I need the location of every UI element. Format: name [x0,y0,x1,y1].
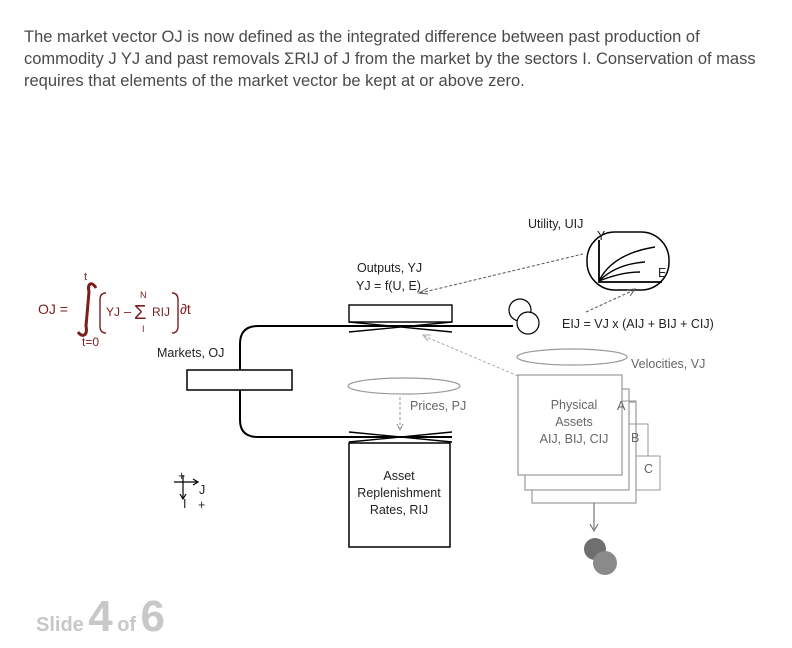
output-valve [348,304,453,333]
equation-upper-limit: t [84,271,87,283]
output-bubbles [508,298,540,335]
asset-replenishment-box [348,442,451,548]
intro-text: The market vector OJ is now defined as t… [24,28,756,90]
sum-sign: Σ [134,302,146,324]
equation-yj: YJ [106,305,120,319]
layer-c-label: C [644,462,653,476]
market-pipe [239,325,513,438]
left-brace [99,292,107,334]
physical-assets-stack [517,374,661,504]
slide-indicator: Slide 4 of 6 [36,592,165,642]
intro-paragraph: The market vector OJ is now defined as t… [24,26,774,92]
equation-rij: RIJ [152,305,170,319]
input-valve [348,431,453,443]
utility-y-axis: Y [597,229,606,243]
prices-label: Prices, PJ [410,399,466,413]
eij-to-utility-dashed [585,289,635,313]
physical-label-1: Physical [551,398,598,412]
equation-lhs: OJ = [38,301,68,317]
axis-j-label: J [199,483,205,497]
outputs-function: YJ = f(U, E) [356,279,421,293]
slide-current: 4 [88,592,113,641]
eij-equation: EIJ = VJ x (AIJ + BIJ + CIJ) [562,317,714,331]
equation-sum-upper: N [140,290,147,300]
equation-lower-limit: t=0 [82,335,99,349]
asset-label-1: Asset [383,469,415,483]
layer-b-label: B [631,431,639,445]
slide-of-word: of [117,614,137,636]
outputs-label: Outputs, YJ [357,261,422,275]
assets-to-valve-dashed [423,335,519,377]
utility-to-output-dashed [419,253,584,294]
slide-total: 6 [140,592,166,641]
velocities-label: Velocities, VJ [631,357,705,371]
physical-label-2: Assets [555,415,593,429]
physical-label-3: AIJ, BIJ, CIJ [540,432,609,446]
waste-bubbles [584,538,617,575]
axis-i-label: I [183,497,186,511]
equation-sum-lower: I [142,324,145,334]
market-integral-equation: OJ = t t=0 YJ – N Σ I RIJ ∂t [38,271,191,349]
equation-minus: – [124,304,132,319]
slide-word: Slide [36,614,84,636]
axis-plus-top: + [178,469,185,483]
axis-indicator [174,475,200,501]
equation-dt: ∂t [180,301,191,317]
prices-ellipse [347,377,461,395]
asset-label-2: Replenishment [357,486,441,500]
axis-plus-bottom: + [198,498,205,512]
markets-box [186,369,293,391]
markets-label: Markets, OJ [157,346,224,360]
layer-a-label: A [617,399,626,413]
integral-sign [76,282,98,337]
velocities-ellipse [516,348,628,366]
utility-e-axis: E [658,266,666,280]
asset-label-3: Rates, RIJ [370,503,428,517]
utility-label: Utility, UIJ [528,217,583,231]
right-brace [171,292,179,334]
